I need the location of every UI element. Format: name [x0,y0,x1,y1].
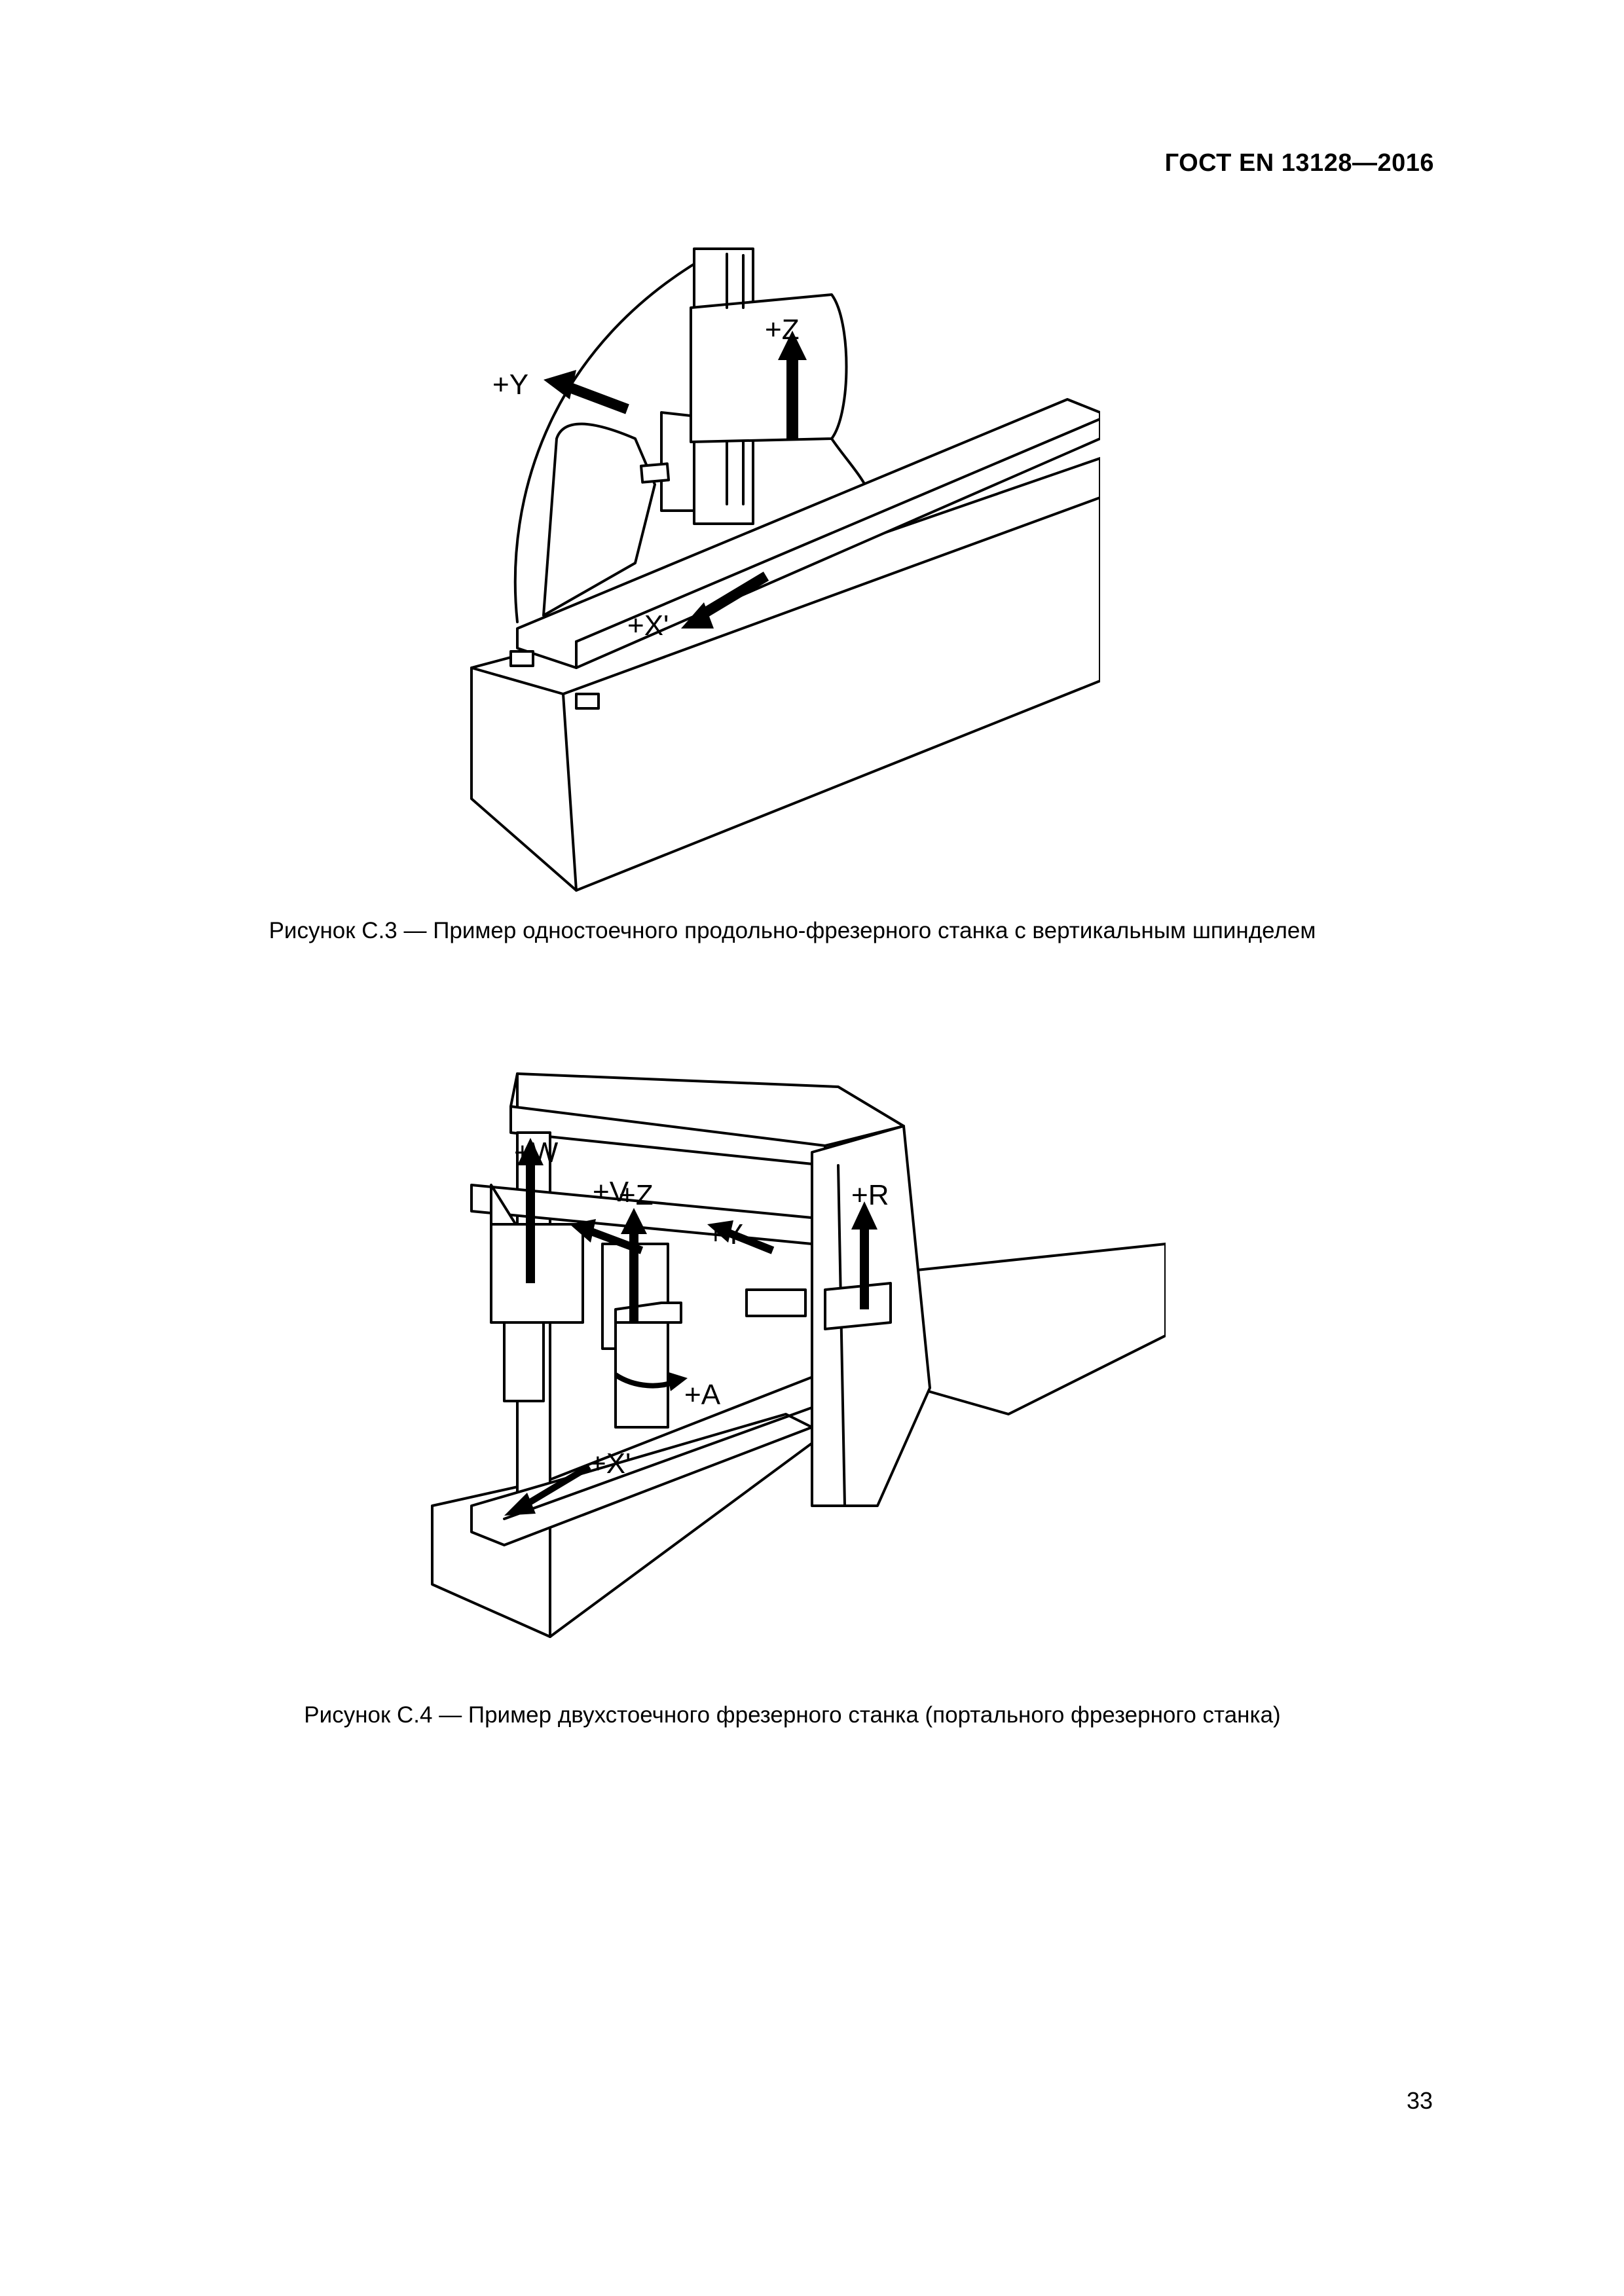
figure-c4-gantry-milling-machine: +W +V +Z +Y +R +A +X' [419,1048,1166,1689]
axis-label-v: +V [593,1176,629,1208]
axis-label-z: +Z [619,1179,654,1211]
figure-c3-caption: Рисунок С.3 — Пример одностоечного продо… [268,918,1316,943]
page-number: 33 [1406,2087,1433,2114]
axis-label-w: +W [514,1137,559,1169]
axis-label-x: +X' [627,610,669,642]
axis-label-x: +X' [589,1448,631,1480]
work-table [509,398,1100,710]
spindle-head [690,247,872,525]
axis-label-z: +Z [765,314,800,346]
work-table [470,1406,813,1546]
axis-arrows [544,331,807,629]
axis-label-r: +R [851,1179,889,1211]
axis-label-y: +Y [492,369,528,401]
axis-label-y: +Y [707,1218,743,1250]
milling-heads [490,1223,892,1429]
axis-arrows [504,1138,877,1516]
figure-c3-drawing: +Y +Z +X' [470,247,1100,892]
axis-label-a: +A [684,1379,721,1411]
figure-c4-drawing: +W +V +Z +Y +R +A +X' [431,1072,1166,1638]
figure-c3-single-column-milling-machine: +Y +Z +X' [445,223,1100,897]
document-standard-header: ГОСТ EN 13128—2016 [1164,149,1434,177]
figure-c4-caption: Рисунок С.4 — Пример двухстоечного фрезе… [304,1702,1281,1728]
